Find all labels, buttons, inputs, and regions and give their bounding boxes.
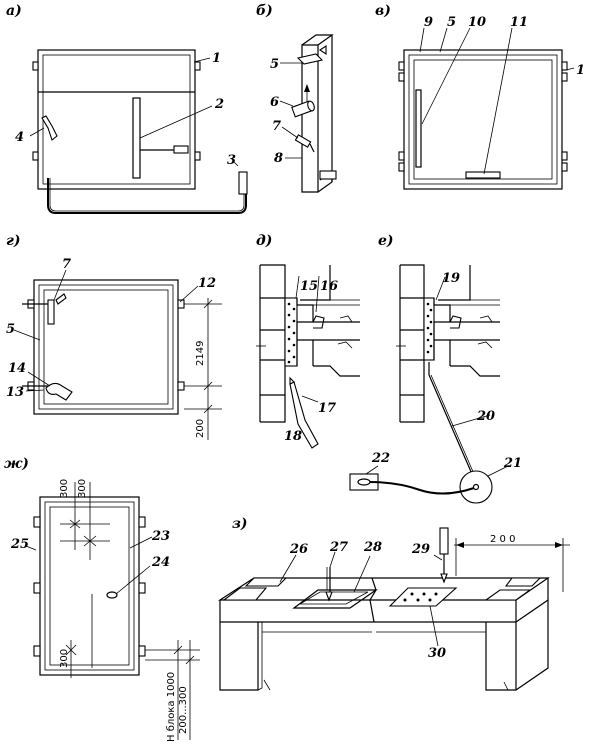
insulation-15 [284,297,298,367]
point-24 [106,591,118,599]
dim-300-a: 300 [59,479,70,498]
panel-a: а) 1 2 3 4 [6,3,248,214]
panel-zh: ж) 300 300 300 [4,456,200,742]
callout-11: 11 [510,15,528,30]
cable-22 [369,481,475,495]
callout-1v: 1 [576,63,585,78]
callout-30: 30 [428,646,446,661]
dim-300-b: 300 [77,479,88,498]
callout-5: 5 [270,57,279,72]
tool-7g [47,299,55,325]
vertical-bar [132,97,141,179]
callout-8: 8 [274,151,283,166]
callout-25: 25 [10,537,29,552]
side-fasteners-zh [33,516,146,657]
panel-label-d: д) [256,233,272,249]
cable-3 [47,178,247,214]
callout-29: 29 [411,542,430,557]
panel-z: з) [217,516,570,691]
panel-g: г) 2149 200 7 12 5 14 [6,233,222,440]
callout-17: 17 [318,401,336,416]
dim-range: 200...300 [178,686,189,734]
leg-right [485,600,549,691]
callout-19: 19 [442,271,460,286]
insulation-e [423,297,435,361]
callout-21: 21 [503,456,522,471]
wall-e [400,264,425,423]
callout-7g: 7 [62,257,71,272]
probe-14 [45,382,73,401]
callout-6: 6 [270,95,279,110]
dim-200-z: 2 0 0 [490,534,515,545]
callout-15: 15 [300,279,318,294]
frame-inner [42,54,191,185]
callout-16: 16 [320,279,338,294]
callout-20: 20 [476,409,495,424]
callout-26: 26 [289,542,308,557]
frame-g-outer [33,279,179,415]
frame-v-outer [403,49,563,190]
panel-label-v: в) [375,3,391,19]
callout-9: 9 [424,15,433,30]
callout-5g: 5 [6,322,15,337]
callout-14: 14 [8,361,26,376]
plate-30 [388,587,458,607]
callout-12: 12 [198,276,216,291]
panel-label-e: е) [378,233,394,249]
dim-300-c: 300 [59,649,70,668]
callout-22: 22 [371,451,390,466]
callout-23: 23 [151,529,170,544]
panel-label-z: з) [232,516,248,532]
panel-label-b: б) [256,3,273,19]
callout-3: 3 [227,153,236,168]
panel-b: б) 5 6 7 8 [256,3,337,193]
probe-7 [294,134,315,153]
dim-200-g: 200 [195,419,206,438]
side-fasteners-v [398,61,568,172]
sensor-2 [173,145,189,154]
wall-d [260,264,286,423]
callout-10: 10 [468,15,486,30]
panel-label-a: а) [6,3,22,19]
dim-2149: 2149 [195,341,206,366]
callout-1: 1 [212,51,221,66]
callout-5v: 5 [447,15,456,30]
dim-block: Н блока 1000 [166,672,177,742]
strip-10 [415,89,422,168]
panel-label-g: г) [6,233,21,249]
callout-7: 7 [272,119,281,134]
tool-29 [439,527,449,555]
plate-11 [465,171,501,179]
meter-21 [459,470,493,504]
probe-3 [238,171,248,195]
side-fasteners-g [22,299,185,391]
cable-20 [428,374,473,475]
post-front [301,44,319,193]
recess-28 [292,589,378,609]
callout-24: 24 [151,555,170,570]
callout-13: 13 [6,385,24,400]
callout-28: 28 [363,540,382,555]
panel-v: в) 9 5 10 11 1 [375,3,585,190]
tool-4 [41,115,58,141]
side-fasteners [32,61,201,161]
panel-label-zh: ж) [4,456,29,472]
leg-left [219,622,259,691]
cylinder-6 [291,100,315,118]
callout-4: 4 [15,130,24,145]
frame-outer [37,49,196,190]
callout-2: 2 [214,97,224,112]
callout-18: 18 [284,429,302,444]
panel-d: д) 15 16 17 18 [256,233,360,449]
panel-e: е) 19 20 21 22 [349,233,522,504]
callout-27: 27 [329,540,348,555]
